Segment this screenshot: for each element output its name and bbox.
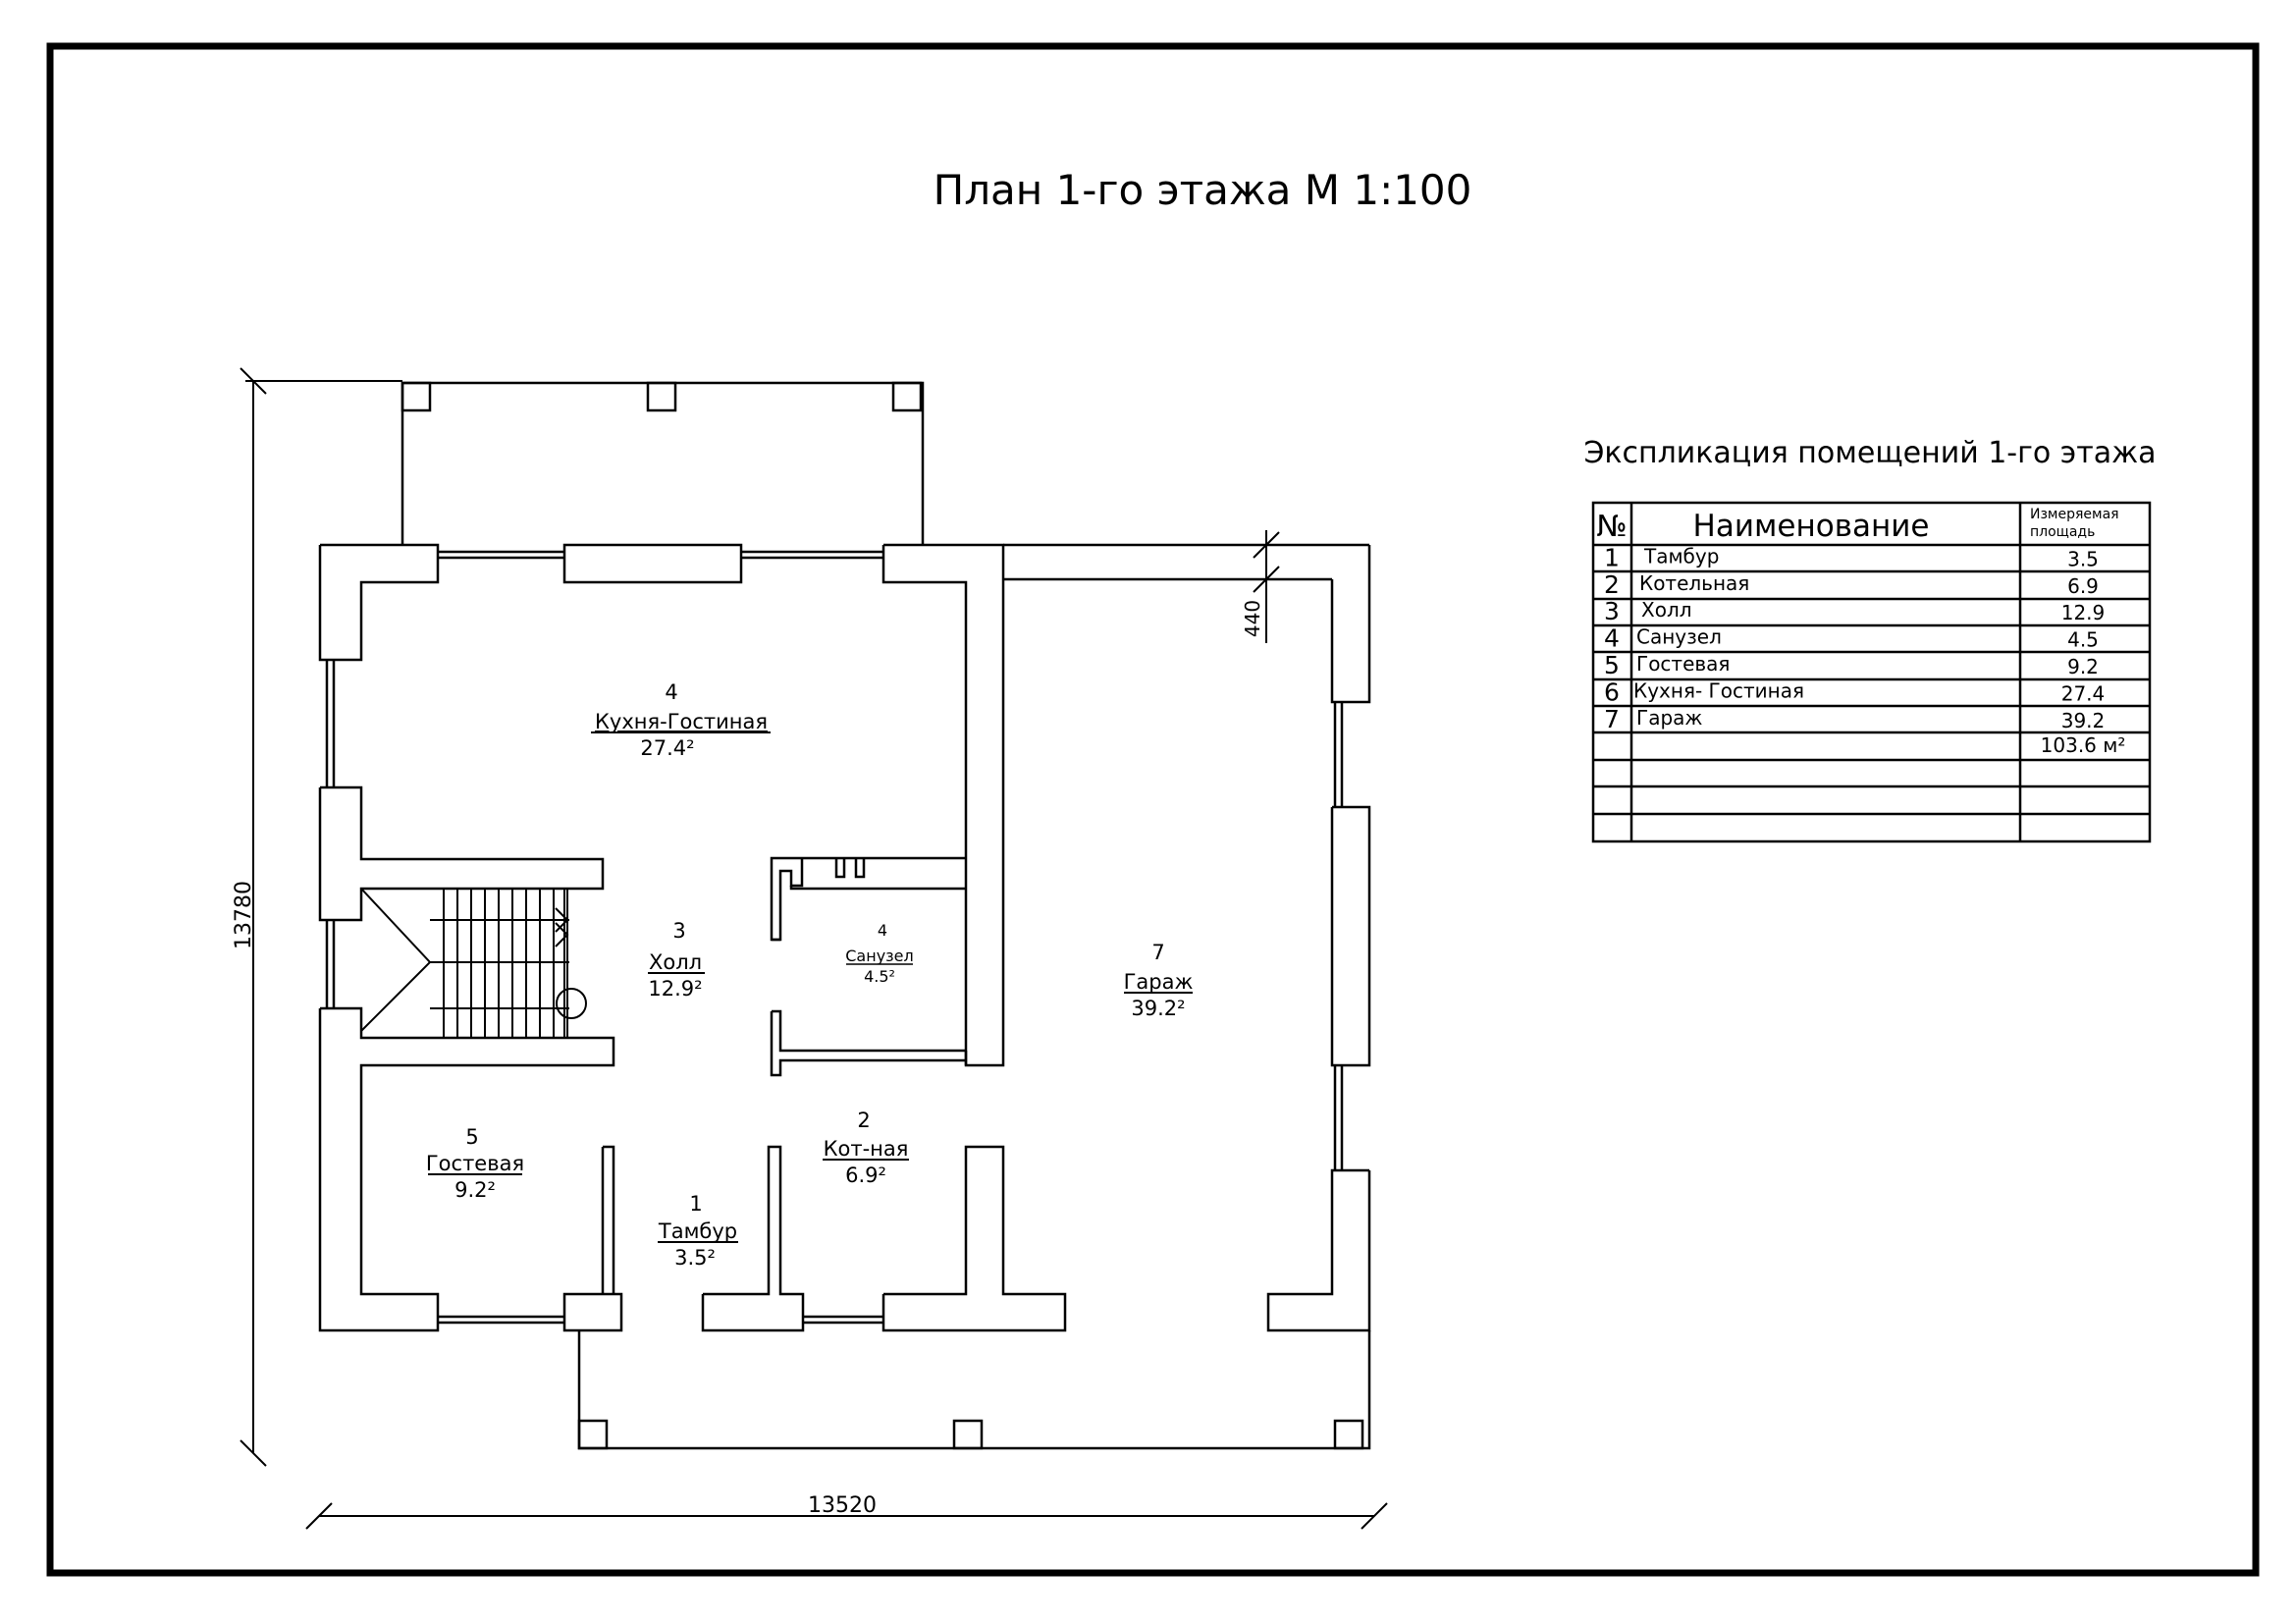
dim-height: 13780 xyxy=(232,881,256,949)
plan-title: План 1-го этажа М 1:100 xyxy=(934,166,1472,214)
room-vestibule-num: 1 xyxy=(689,1192,702,1216)
table-row-area: 3.5 xyxy=(2067,547,2099,570)
table-row-area: 12.9 xyxy=(2061,601,2106,624)
room-guest-area: 9.2² xyxy=(454,1178,496,1202)
table-row-name: Холл xyxy=(1641,598,1692,622)
table-row-area: 9.2 xyxy=(2067,655,2099,678)
room-hall-area: 12.9² xyxy=(648,977,702,1001)
room-hall-num: 3 xyxy=(672,919,685,943)
table-row-name: Гараж xyxy=(1636,706,1702,730)
table-row-name: Тамбур xyxy=(1643,544,1719,568)
table-row-area: 6.9 xyxy=(2067,574,2099,598)
table-row-num: 2 xyxy=(1604,570,1620,599)
table-header-area-line2: площадь xyxy=(2030,524,2095,540)
room-boiler-area: 6.9² xyxy=(845,1164,886,1187)
table-total: 103.6 м² xyxy=(2041,733,2126,757)
explication-title: Экспликация помещений 1-го этажа xyxy=(1583,436,2156,470)
table-row-area: 39.2 xyxy=(2061,709,2106,732)
table-row-name: Санузел xyxy=(1636,625,1722,649)
room-boiler-name: Кот-ная xyxy=(824,1137,909,1161)
room-bathroom-name: Санузел xyxy=(845,947,913,965)
table-header-name: Наименование xyxy=(1693,509,1930,544)
room-hall-name: Холл xyxy=(649,950,702,974)
sheet-frame xyxy=(46,42,2260,1577)
table-row-num: 4 xyxy=(1604,624,1620,653)
room-bathroom-num: 4 xyxy=(878,921,887,940)
staircase xyxy=(360,888,587,1038)
dim-wall-offset: 440 xyxy=(1241,600,1264,637)
room-guest-name: Гостевая xyxy=(426,1152,524,1175)
table-row-name: Котельная xyxy=(1639,571,1749,595)
table-row-num: 5 xyxy=(1604,651,1620,679)
room-vestibule-area: 3.5² xyxy=(674,1246,716,1270)
room-labels: 4 Кухня-Гостиная 27.4² 3 Холл 12.9² 4 Са… xyxy=(426,680,1194,1270)
room-kitchen-num: 4 xyxy=(665,680,677,704)
room-garage-area: 39.2² xyxy=(1131,997,1185,1020)
room-garage-num: 7 xyxy=(1151,941,1164,964)
room-kitchen-name: Кухня-Гостиная xyxy=(595,710,768,733)
room-guest-num: 5 xyxy=(465,1125,478,1149)
table-row-num: 6 xyxy=(1604,677,1620,706)
table-row-area: 27.4 xyxy=(2061,681,2106,705)
table-row-num: 7 xyxy=(1604,705,1620,733)
dim-width: 13520 xyxy=(808,1493,877,1518)
table-row-name: Гостевая xyxy=(1636,652,1730,676)
table-header-num: № xyxy=(1596,510,1627,544)
room-garage-name: Гараж xyxy=(1124,970,1194,994)
table-row-name: Кухня- Гостиная xyxy=(1633,678,1804,702)
table-row-num: 3 xyxy=(1604,597,1620,625)
room-bathroom-area: 4.5² xyxy=(864,967,895,986)
room-boiler-num: 2 xyxy=(857,1109,870,1132)
room-kitchen-area: 27.4² xyxy=(640,736,694,760)
table-row-area: 4.5 xyxy=(2067,628,2099,652)
room-vestibule-name: Тамбур xyxy=(658,1219,737,1243)
walls xyxy=(318,381,1371,1450)
table-header-area-line1: Измеряемая xyxy=(2030,507,2119,522)
table-row-num: 1 xyxy=(1604,543,1620,571)
dimension-lines xyxy=(240,367,1388,1530)
explication-table: № Наименование Измеряемая площадь 1 Тамбу… xyxy=(1591,501,2152,843)
